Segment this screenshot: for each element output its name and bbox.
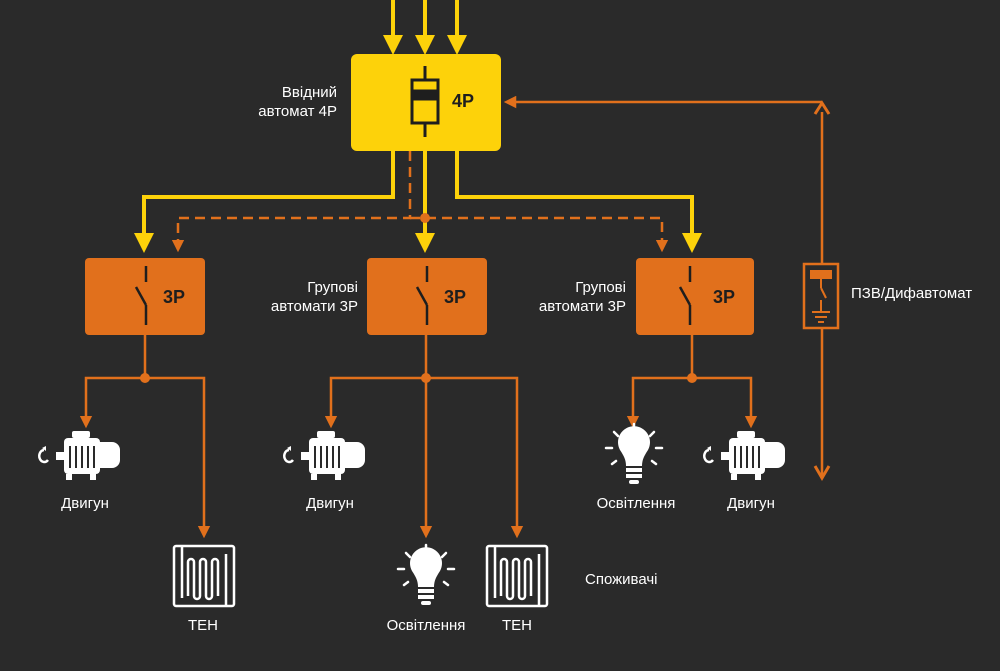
neutral-line	[171, 151, 669, 253]
heater-label-1: ТЕН	[188, 617, 218, 634]
group-breaker-1	[85, 258, 205, 335]
rcd-device	[802, 262, 840, 330]
group-breakers-label-1: Групові автомати 3P	[270, 279, 358, 315]
lightbulb-icon	[396, 543, 456, 605]
rcd-label: ПЗВ/Дифавтомат	[851, 285, 973, 302]
rcd-symbol-icon	[810, 270, 832, 323]
heater-icon	[172, 544, 236, 608]
junction-dot	[420, 213, 430, 223]
group-breaker-3-poles: 3P	[713, 287, 736, 307]
breaker-symbol-icon	[410, 66, 440, 137]
lighting-label-2: Освітлення	[386, 617, 466, 634]
group-breaker-2	[367, 258, 487, 335]
branch-junctions	[140, 373, 697, 383]
group-breakers-label-2: Групові автомати 3P	[538, 279, 626, 315]
motor-label-1: Двигун	[61, 495, 109, 512]
group-breaker-3	[636, 258, 754, 335]
motor-icon	[703, 431, 785, 480]
group-breaker-2-poles: 3P	[444, 287, 467, 307]
lightbulb-icon	[604, 422, 664, 484]
motor-label-2: Двигун	[306, 495, 354, 512]
lighting-label-1: Освітлення	[596, 495, 676, 512]
switch-symbol-icon	[678, 266, 692, 325]
heater-label-2: ТЕН	[502, 617, 532, 634]
branch-lines	[79, 335, 758, 539]
motor-icon	[38, 431, 120, 480]
main-breaker-poles: 4P	[452, 91, 475, 111]
group-breaker-1-poles: 3P	[163, 287, 186, 307]
consumers-label: Споживачі	[585, 571, 658, 588]
main-breaker-4p	[351, 54, 501, 151]
main-breaker-label: Ввідний автомат 4P	[258, 84, 337, 120]
heater-icon	[485, 544, 549, 608]
switch-symbol-icon	[134, 266, 148, 325]
motor-icon	[283, 431, 365, 480]
feed-lines	[134, 151, 702, 253]
incoming-feed	[383, 0, 467, 55]
switch-symbol-icon	[415, 266, 429, 325]
motor-label-3: Двигун	[727, 495, 775, 512]
